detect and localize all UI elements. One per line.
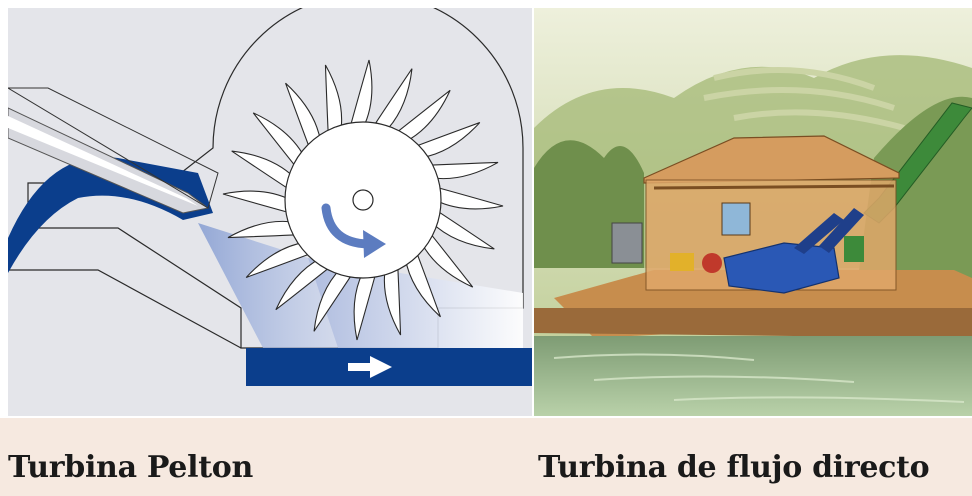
generator-arm-1 — [794, 213, 844, 254]
curved-arrow-clockwise-icon — [321, 203, 386, 258]
riverbank — [534, 308, 972, 338]
green-valve — [844, 236, 864, 262]
needle-highlight — [8, 116, 198, 206]
runner-bucket — [231, 150, 296, 189]
terraces — [703, 67, 905, 131]
runner-bucket — [275, 257, 329, 311]
runner-bucket — [252, 112, 306, 166]
yellow-component — [670, 253, 694, 271]
runner-hub — [352, 189, 374, 211]
direct-flow-plant-illustration — [534, 8, 972, 416]
runner-bucket — [285, 82, 322, 147]
water-jet — [198, 223, 338, 348]
powerhouse-window — [721, 202, 751, 236]
nozzle-upper-housing — [8, 87, 219, 209]
plant-illustration-svg — [534, 8, 972, 416]
river — [534, 336, 972, 416]
caption-direct-flow-turbine: Turbina de flujo directo — [538, 450, 930, 485]
runner-bucket — [374, 68, 413, 133]
runner-bucket — [416, 122, 481, 159]
runner-bucket — [353, 271, 376, 341]
runner-bucket — [222, 190, 292, 213]
pelton-turbine-diagram — [8, 8, 532, 416]
generator-arm-2 — [819, 208, 864, 253]
runner-bucket — [397, 89, 451, 143]
transformer — [611, 222, 643, 264]
runner-bucket — [430, 211, 495, 250]
runner-bucket — [313, 267, 352, 332]
runner-bucket — [324, 64, 343, 133]
caption-strip — [0, 418, 972, 496]
river-ripples — [553, 353, 965, 403]
runner-bucket — [350, 59, 373, 129]
runner-buckets — [222, 59, 504, 341]
runner-bucket — [420, 234, 474, 288]
crane-beam — [653, 184, 895, 190]
arrow-right-icon — [348, 356, 392, 378]
casing-lower-wall — [8, 269, 242, 349]
runner-bucket — [430, 161, 499, 180]
runner-bucket — [383, 267, 402, 336]
red-component — [702, 253, 722, 273]
runner-bucket — [404, 253, 441, 318]
runner-bucket — [434, 187, 504, 210]
runner-bucket — [245, 241, 310, 278]
caption-pelton-turbine: Turbina Pelton — [8, 450, 253, 485]
powerhouse-roof — [643, 135, 900, 184]
pelton-diagram-svg — [8, 8, 532, 386]
runner-bucket — [227, 220, 296, 239]
generator-unit — [723, 242, 840, 294]
